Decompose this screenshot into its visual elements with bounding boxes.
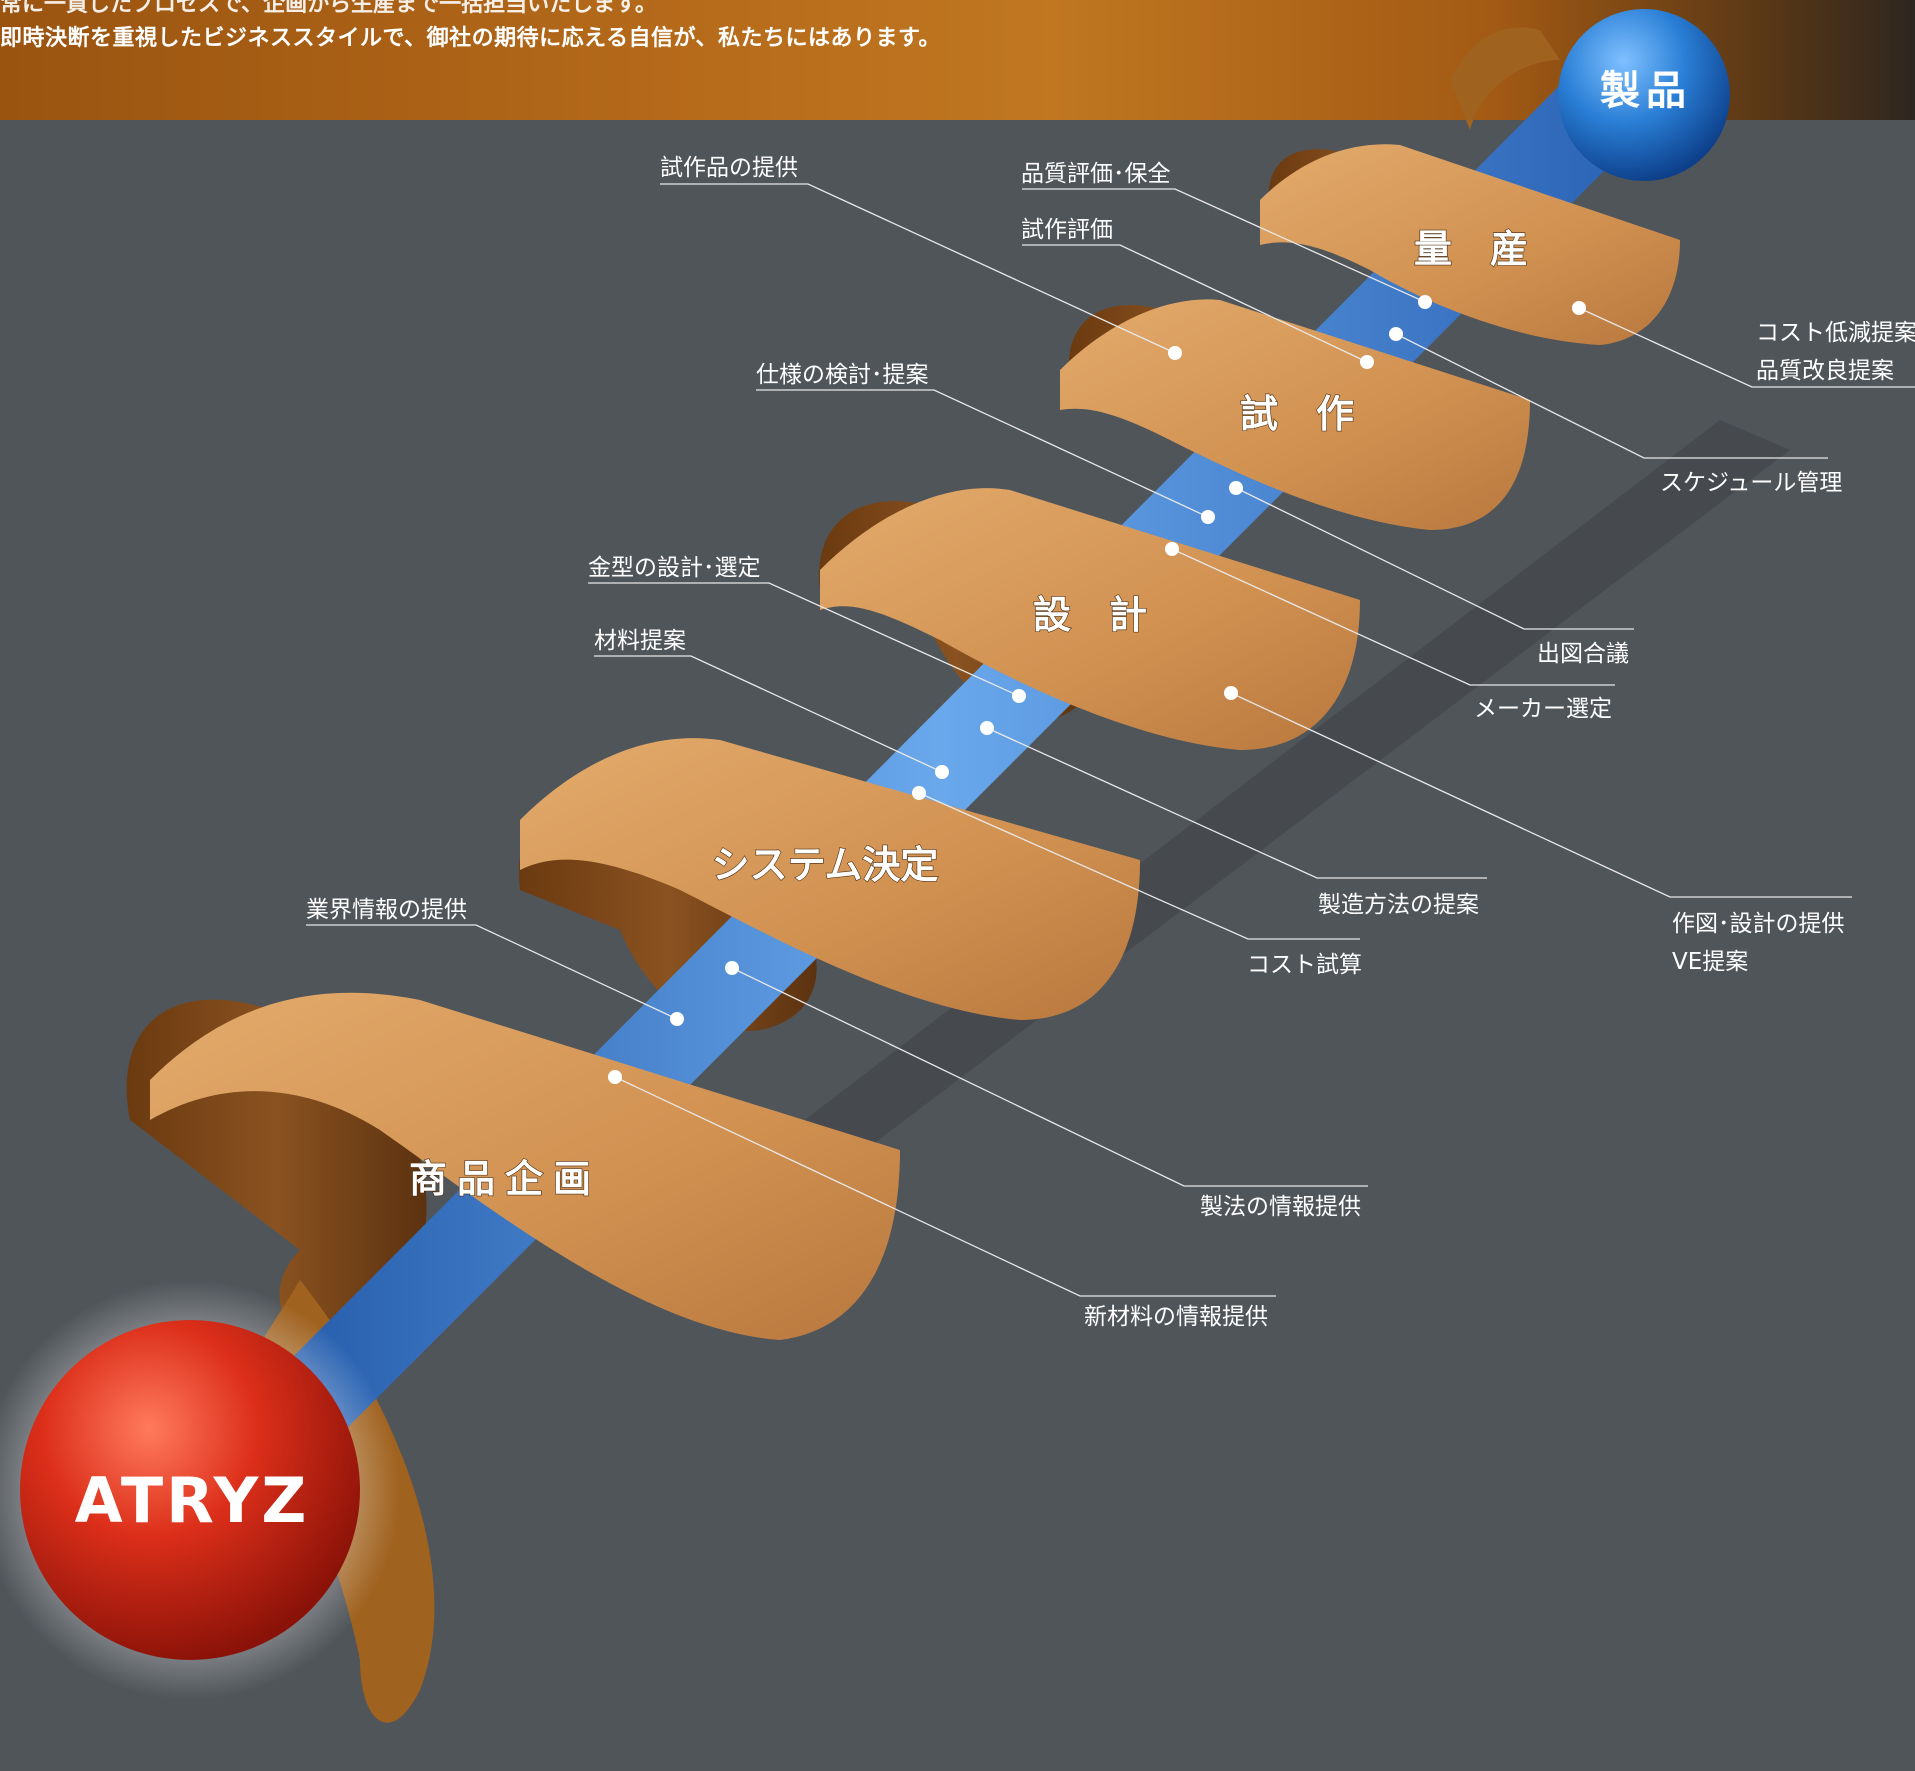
header-text: 即時決断を重視したビジネススタイルで、御社の期待に応える自信が、私たちにはありま… [0,26,941,51]
callout-new-material-info: 新材料の情報提供 [1084,1304,1268,1330]
callout-process-info: 製法の情報提供 [1200,1194,1361,1220]
end-sphere [1558,9,1730,181]
callout-drawing-meeting: 出図合議 [1537,641,1629,667]
callout-spec-review: 仕様の検討･提案 [756,362,929,388]
callout-quality-improvement: 品質改良提案 [1756,358,1894,384]
start-sphere [20,1320,360,1660]
callout-industry-info: 業界情報の提供 [306,897,467,923]
callout-maker-selection: メーカー選定 [1474,696,1612,722]
stage-mass-production: 量 産 [1414,227,1528,271]
shadow-arrow [700,420,1790,1260]
callout-cost-reduction: コスト低減提案 [1756,320,1915,346]
start-sphere-label: ATRYZ [75,1464,310,1537]
stage-system-decision: システム決定 [712,843,939,887]
leader-lines [306,183,1915,1297]
callout-manufacturing-method: 製造方法の提案 [1318,892,1479,918]
callout-schedule: スケジュール管理 [1660,470,1842,496]
end-sphere-label: 製品 [1600,68,1692,114]
callout-cost-estimate: コスト試算 [1247,952,1362,978]
stage-design: 設 計 [1033,593,1147,637]
stage-product-planning: 商品企画 [409,1157,601,1201]
callout-ve-proposal: VE提案 [1672,949,1748,975]
stage-prototype: 試 作 [1240,392,1354,436]
callout-drafting-design: 作図･設計の提供 [1672,911,1845,937]
callout-prototype-supply: 試作品の提供 [660,155,798,181]
header-top-text: 常に一貫したプロセスで、企画から生産まで一括担当いたします。 [0,0,657,17]
callout-prototype-eval: 試作評価 [1021,217,1113,243]
callout-material-proposal: 材料提案 [594,628,686,654]
callout-quality-eval: 品質評価･保全 [1021,161,1171,187]
callout-mold-design: 金型の設計･選定 [588,555,761,581]
callout-dots [608,295,1586,1084]
